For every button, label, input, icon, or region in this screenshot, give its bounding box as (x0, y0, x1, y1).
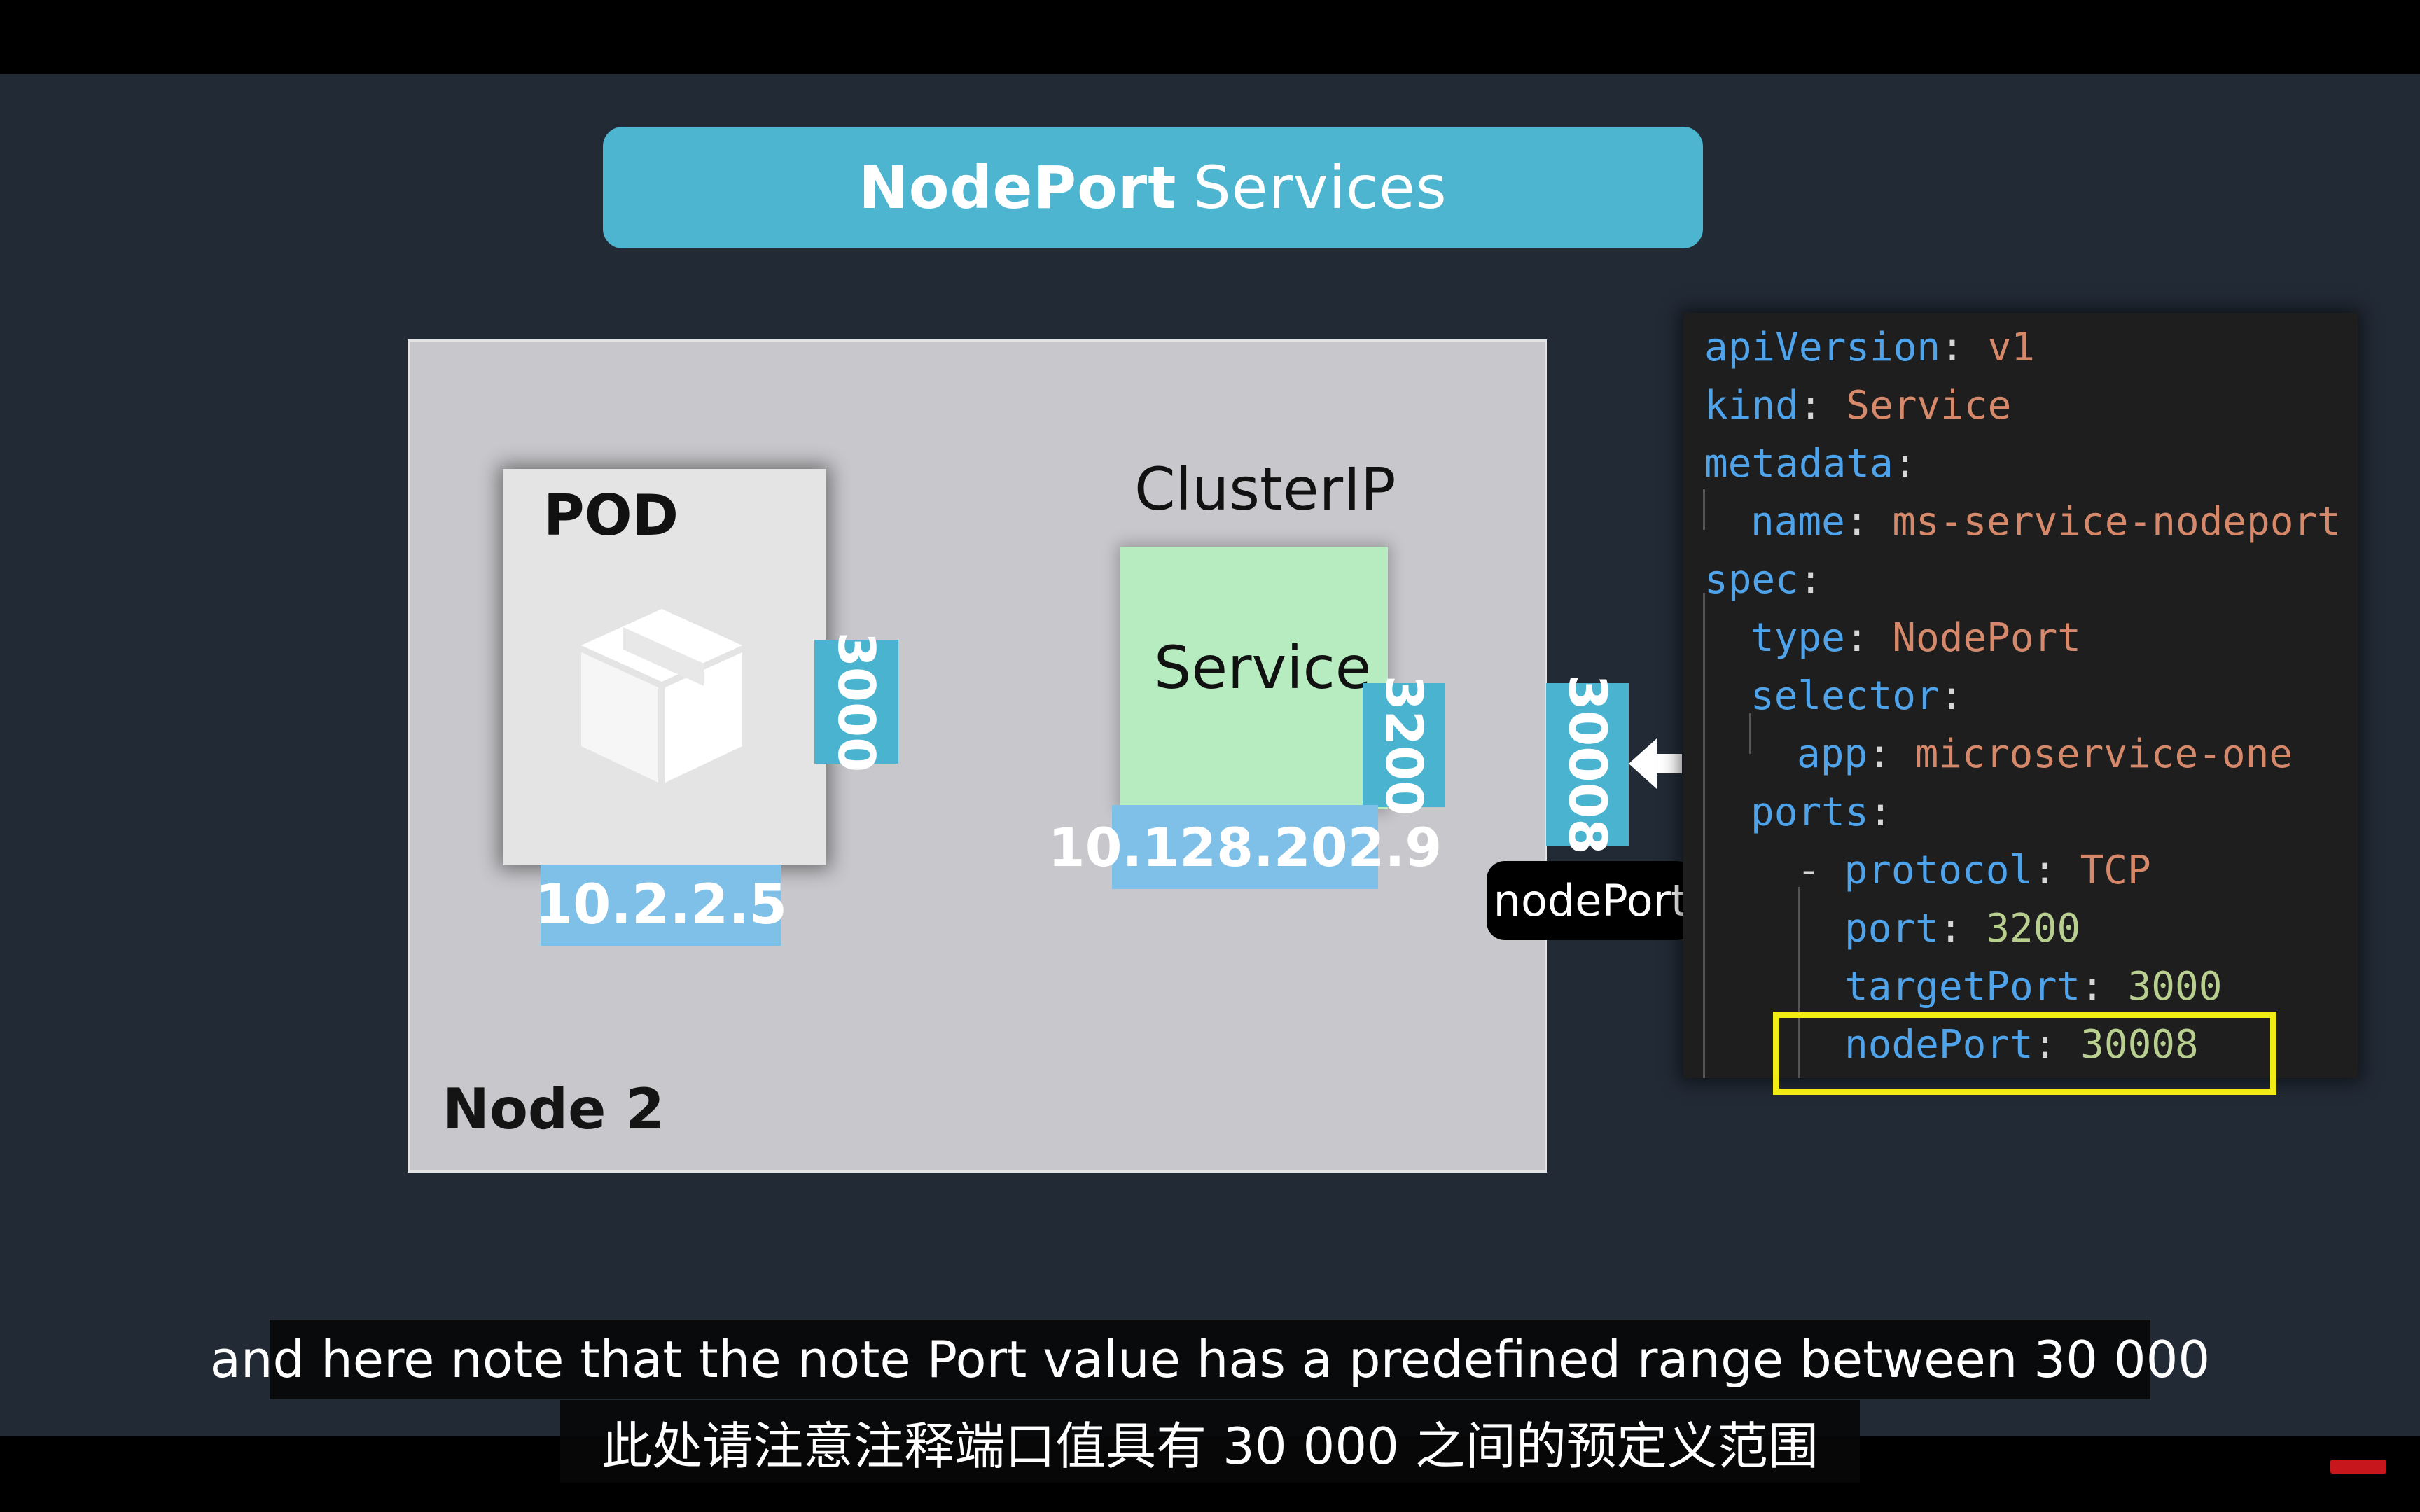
yaml-line-nodeport: nodePort: 30008 (1844, 1022, 2199, 1068)
service-card (1120, 547, 1388, 809)
clusterip-label: ClusterIP (1134, 455, 1396, 524)
title-bold: NodePort (858, 153, 1177, 222)
node-port-value: 30008 (1557, 674, 1618, 855)
pod-port-value: 3000 (827, 631, 886, 772)
node-port-tag: 30008 (1546, 674, 1629, 855)
top-letterbox-bar (0, 0, 2420, 74)
nodeport-bubble: nodePort (1487, 861, 1695, 940)
yaml-line-apiversion: apiVersion: v1 (1704, 325, 2036, 370)
yaml-code-panel: apiVersion: v1 kind: Service metadata: n… (1683, 313, 2358, 1078)
indent-guide (1798, 887, 1800, 1078)
yaml-line-targetport: targetPort: 3000 (1844, 964, 2223, 1009)
indent-guide (1703, 489, 1705, 530)
subtitle-chinese: 此处请注意注释端口值具有 30 000 之间的预定义范围 (560, 1400, 1860, 1483)
title-rest: Services (1193, 153, 1447, 222)
yaml-line-protocol: - protocol: TCP (1797, 848, 2151, 893)
service-port-tag: 3200 (1363, 675, 1445, 816)
yaml-line-type: type: NodePort (1751, 615, 2082, 661)
pod-ip-tag: 10.2.2.5 (535, 864, 787, 946)
yaml-line-selector: selector: (1751, 673, 1963, 719)
indent-guide (1703, 593, 1705, 1078)
subtitle-english: and here note that the note Port value h… (210, 1320, 2210, 1399)
yaml-line-ports: ports: (1751, 790, 1893, 835)
yaml-line-metadata: metadata: (1704, 441, 1917, 486)
yaml-line-name: name: ms-service-nodeport (1751, 499, 2341, 545)
yaml-line-spec: spec: (1704, 557, 1823, 603)
service-label: Service (1154, 634, 1372, 702)
youtube-logo-icon (2330, 1460, 2386, 1474)
node-label: Node 2 (443, 1077, 665, 1142)
nodeport-highlight-box (1773, 1011, 2276, 1095)
yaml-line-kind: kind: Service (1704, 383, 2012, 428)
pod-label: POD (543, 483, 679, 548)
service-ip-tag: 10.128.202.9 (1048, 805, 1442, 889)
arrow-left-icon (1629, 738, 1682, 789)
service-port-value: 3200 (1375, 675, 1434, 816)
yaml-line-port: port: 3200 (1844, 906, 2081, 951)
package-box-icon (581, 609, 742, 783)
indent-guide (1749, 713, 1751, 754)
yaml-line-app: app: microservice-one (1797, 732, 2293, 777)
pod-port-tag: 3000 (814, 631, 898, 772)
